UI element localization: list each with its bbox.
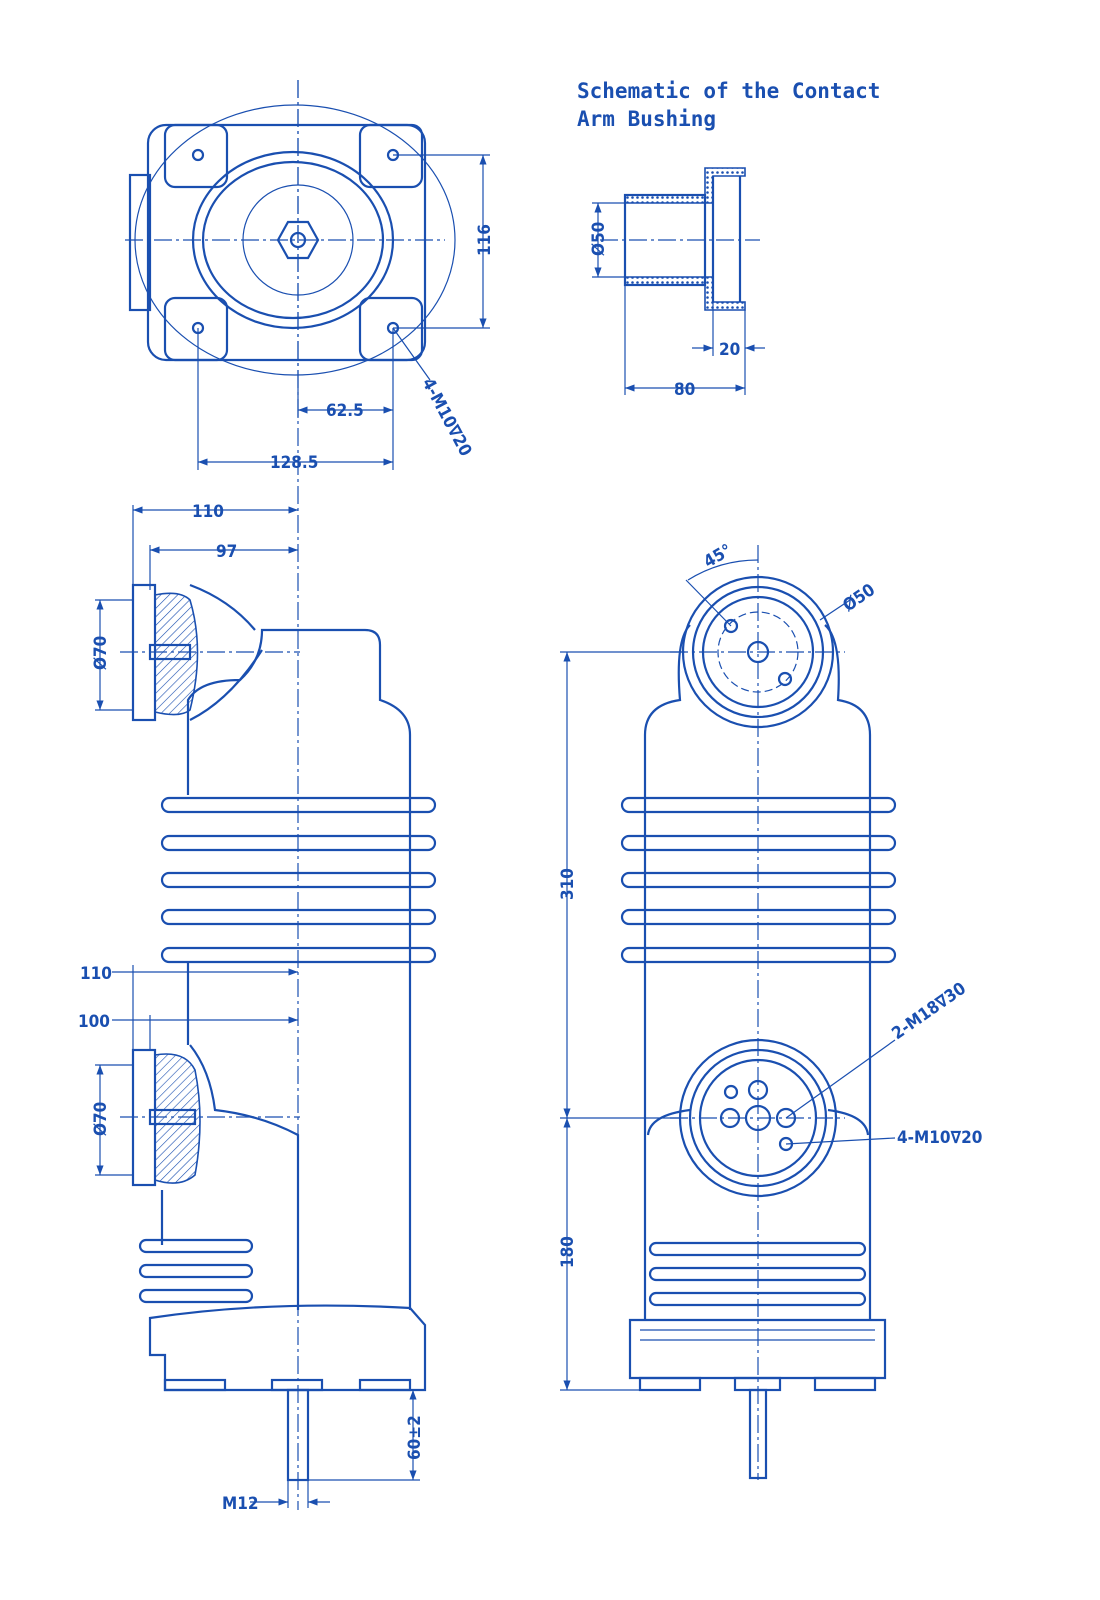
dim-upper-diameter: Ø70: [91, 636, 111, 670]
top-view: [125, 80, 490, 470]
side-view: [95, 80, 437, 1510]
dim-rod-length: 60±2: [405, 1415, 425, 1460]
label-angle: 45°: [701, 541, 736, 573]
dim-lower-width: 110: [80, 964, 112, 984]
dim-bushing-diameter: Ø50: [589, 222, 609, 256]
dim-bushing-flange: 20: [719, 340, 740, 360]
label-thread: M12: [222, 1494, 259, 1514]
lower-sheds: [138, 1238, 254, 1304]
schematic-title-line1: Schematic of the Contact: [577, 79, 880, 103]
dim-lower-diameter: Ø70: [91, 1102, 111, 1136]
schematic-title-line2: Arm Bushing: [577, 107, 716, 131]
dim-upper-width: 110: [192, 502, 224, 522]
dim-128-5: 128.5: [270, 453, 318, 473]
label-small-holes: 4-M10∇20: [897, 1128, 982, 1148]
dim-top-diameter: Ø50: [839, 580, 879, 616]
front-view: [560, 545, 897, 1480]
label-top-holes: 4-M10∇20: [418, 375, 476, 460]
label-large-holes: 2-M18∇30: [888, 979, 969, 1044]
dim-upper-inner: 97: [216, 542, 237, 562]
dim-height-lower: 180: [558, 1236, 578, 1268]
dim-bushing-length: 80: [674, 380, 695, 400]
dim-116: 116: [475, 224, 495, 256]
dim-62-5: 62.5: [326, 401, 364, 421]
bushing-schematic: [592, 167, 765, 395]
dim-lower-inner: 100: [78, 1012, 110, 1032]
dim-height-upper: 310: [558, 868, 578, 900]
